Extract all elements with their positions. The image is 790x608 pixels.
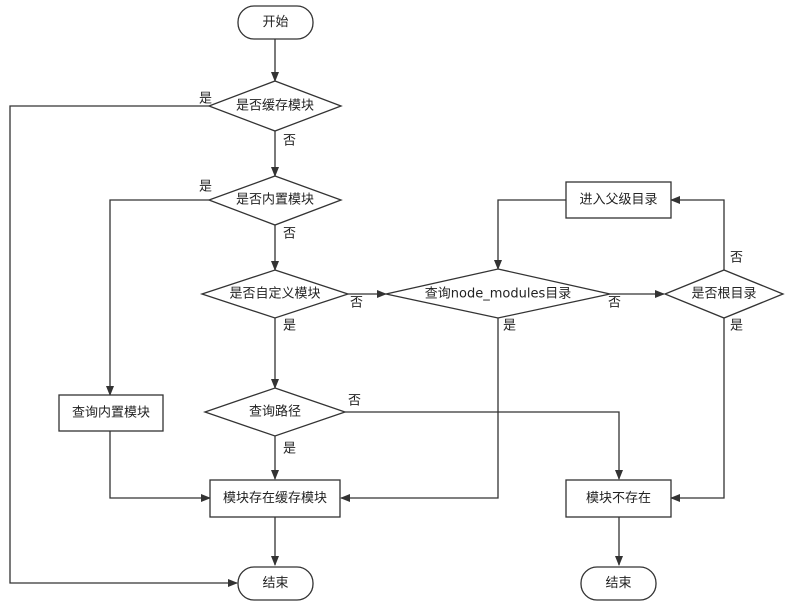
node-is-custom-label: 是否自定义模块 <box>229 287 320 302</box>
node-end-right: 结束 <box>580 566 657 601</box>
node-module-cached: 模块存在缓存模块 <box>209 479 341 518</box>
node-start-label: 开始 <box>262 15 288 30</box>
label-custom-yes: 是 <box>283 319 296 334</box>
edge-root-yes-to-missing <box>670 318 725 502</box>
node-query-builtin: 查询内置模块 <box>58 394 164 432</box>
node-end-left-label: 结束 <box>262 576 288 591</box>
edge-path-no-to-missing <box>345 411 623 480</box>
label-cached-no: 否 <box>283 134 296 149</box>
edge-node-modules-yes-to-cached <box>340 318 499 502</box>
label-root-yes: 是 <box>730 319 743 334</box>
node-is-root-label: 是否根目录 <box>691 287 756 302</box>
label-builtin-yes: 是 <box>199 180 212 195</box>
node-query-path-label: 查询路径 <box>249 404 301 420</box>
label-builtin-no: 否 <box>283 227 296 242</box>
label-nm-yes: 是 <box>503 319 516 334</box>
node-query-node-modules: 查询node_modules目录 <box>385 268 611 319</box>
node-module-missing-label: 模块不存在 <box>586 491 651 506</box>
node-is-custom: 是否自定义模块 <box>199 269 351 319</box>
edge-builtin-yes-to-query-builtin <box>106 199 209 396</box>
node-is-cached: 是否缓存模块 <box>207 80 343 132</box>
edges <box>9 39 725 587</box>
label-path-yes: 是 <box>283 442 296 457</box>
node-is-root: 是否根目录 <box>663 269 785 319</box>
node-is-cached-label: 是否缓存模块 <box>236 99 314 114</box>
node-module-missing: 模块不存在 <box>565 479 672 518</box>
edge-parent-to-node-modules <box>494 199 566 270</box>
node-end-right-label: 结束 <box>605 576 631 591</box>
node-start: 开始 <box>237 5 314 40</box>
label-nm-no: 否 <box>608 296 621 311</box>
node-module-cached-label: 模块存在缓存模块 <box>223 491 327 506</box>
edge-cached-yes-to-end <box>9 105 238 587</box>
edge-root-no-to-parent <box>670 196 725 270</box>
node-is-builtin-label: 是否内置模块 <box>236 192 314 208</box>
label-path-no: 否 <box>348 394 361 409</box>
node-enter-parent: 进入父级目录 <box>565 181 672 219</box>
node-query-path: 查询路径 <box>202 387 348 437</box>
label-cached-yes: 是 <box>199 92 212 107</box>
node-query-node-modules-label: 查询node_modules目录 <box>425 287 571 302</box>
edge-query-builtin-to-cached <box>109 431 211 502</box>
edge-labels: 是 否 是 否 否 是 是 否 否 是 否 是 <box>199 92 743 457</box>
node-is-builtin: 是否内置模块 <box>207 175 343 226</box>
node-end-left: 结束 <box>237 566 314 601</box>
label-root-no: 否 <box>730 251 743 266</box>
node-enter-parent-label: 进入父级目录 <box>579 193 657 208</box>
node-query-builtin-label: 查询内置模块 <box>72 405 150 421</box>
label-custom-no: 否 <box>350 296 363 311</box>
